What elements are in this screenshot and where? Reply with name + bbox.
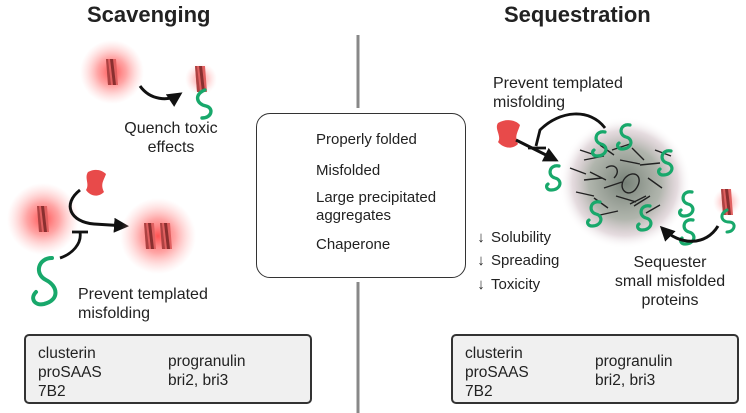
legend-label-aggregates-line1: Large precipitated: [316, 189, 437, 206]
legend-label-folded: Properly folded: [316, 131, 417, 148]
legend-label-aggregates-line2: aggregates: [316, 207, 392, 224]
left-box-col2: progranulin bri2, bri3: [168, 352, 246, 390]
large-aggregate: [544, 117, 696, 249]
quench-arrow: [138, 85, 183, 107]
folded-protein-left: [86, 169, 106, 196]
sequester-line2: small misfolded: [614, 273, 726, 290]
misfolded-glow-top: [80, 40, 144, 104]
sequester-arrow: [659, 225, 720, 243]
heading-scavenging: Scavenging: [87, 2, 211, 27]
right-box-item: clusterin: [465, 345, 523, 362]
right-box-item: progranulin: [595, 353, 673, 370]
left-box-item: clusterin: [38, 345, 96, 362]
down-arrow-icon: ↓: [477, 276, 485, 293]
left-box-item: progranulin: [168, 353, 246, 370]
quench-label: Quench toxic effects: [116, 119, 226, 157]
left-box-item: bri2, bri3: [168, 372, 229, 389]
chaperone-left: [31, 256, 58, 307]
right-box-item: 7B2: [465, 383, 493, 400]
quench-label-line2: effects: [147, 139, 195, 156]
right-chaperone-list-box: clusterin proSAAS 7B2 progranulin bri2, …: [451, 334, 739, 404]
down-arrow-icon: ↓: [477, 229, 485, 246]
effect-spreading: ↓ Spreading: [473, 252, 559, 270]
effect-solubility: ↓ Solubility: [473, 229, 551, 247]
inhibition-line: [59, 231, 82, 260]
left-box-col1: clusterin proSAAS 7B2: [38, 344, 102, 401]
left-box-item: proSAAS: [38, 364, 102, 381]
left-box-item: 7B2: [38, 383, 66, 400]
down-arrow-icon: ↓: [477, 252, 485, 269]
sequester-line1: Sequester: [633, 254, 707, 271]
right-templating-arrow: [515, 138, 559, 162]
right-box-item: proSAAS: [465, 364, 529, 381]
right-prevent-line2: misfolding: [493, 94, 566, 111]
sequester-line3: proteins: [641, 292, 699, 309]
quenched-protein: [185, 63, 217, 120]
misfolded-glow-left: [7, 183, 79, 255]
left-prevent-line1: Prevent templated: [78, 286, 208, 303]
right-inhibition-line: [534, 112, 607, 147]
right-box-col1: clusterin proSAAS 7B2: [465, 344, 529, 401]
sequester-misfolded: [713, 188, 741, 234]
legend-label-misfolded: Misfolded: [316, 162, 381, 179]
heading-sequestration: Sequestration: [504, 2, 651, 27]
legend-label-chaperone: Chaperone: [316, 236, 391, 253]
legend-box: [256, 113, 466, 278]
effect-toxicity-text: Toxicity: [491, 276, 541, 293]
effect-spreading-text: Spreading: [491, 252, 560, 269]
quench-label-line1: Quench toxic: [124, 120, 218, 137]
legend-label-aggregates: Large precipitated aggregates: [316, 189, 436, 225]
right-box-item: bri2, bri3: [595, 372, 656, 389]
right-prevent-line1: Prevent templated: [493, 75, 623, 92]
left-chaperone-list-box: clusterin proSAAS 7B2 progranulin bri2, …: [24, 334, 312, 404]
left-prevent-line2: misfolding: [78, 305, 151, 322]
sequester-label: Sequester small misfolded proteins: [600, 253, 740, 310]
effect-toxicity: ↓ Toxicity: [473, 276, 540, 294]
folded-protein-right: [496, 120, 520, 148]
right-prevent-label: Prevent templated misfolding: [493, 74, 623, 112]
left-prevent-label: Prevent templated misfolding: [78, 285, 208, 323]
misfolded-pair-glow: [120, 198, 196, 274]
templating-arrow: [68, 188, 129, 233]
right-box-col2: progranulin bri2, bri3: [595, 352, 673, 390]
effect-solubility-text: Solubility: [491, 229, 552, 246]
